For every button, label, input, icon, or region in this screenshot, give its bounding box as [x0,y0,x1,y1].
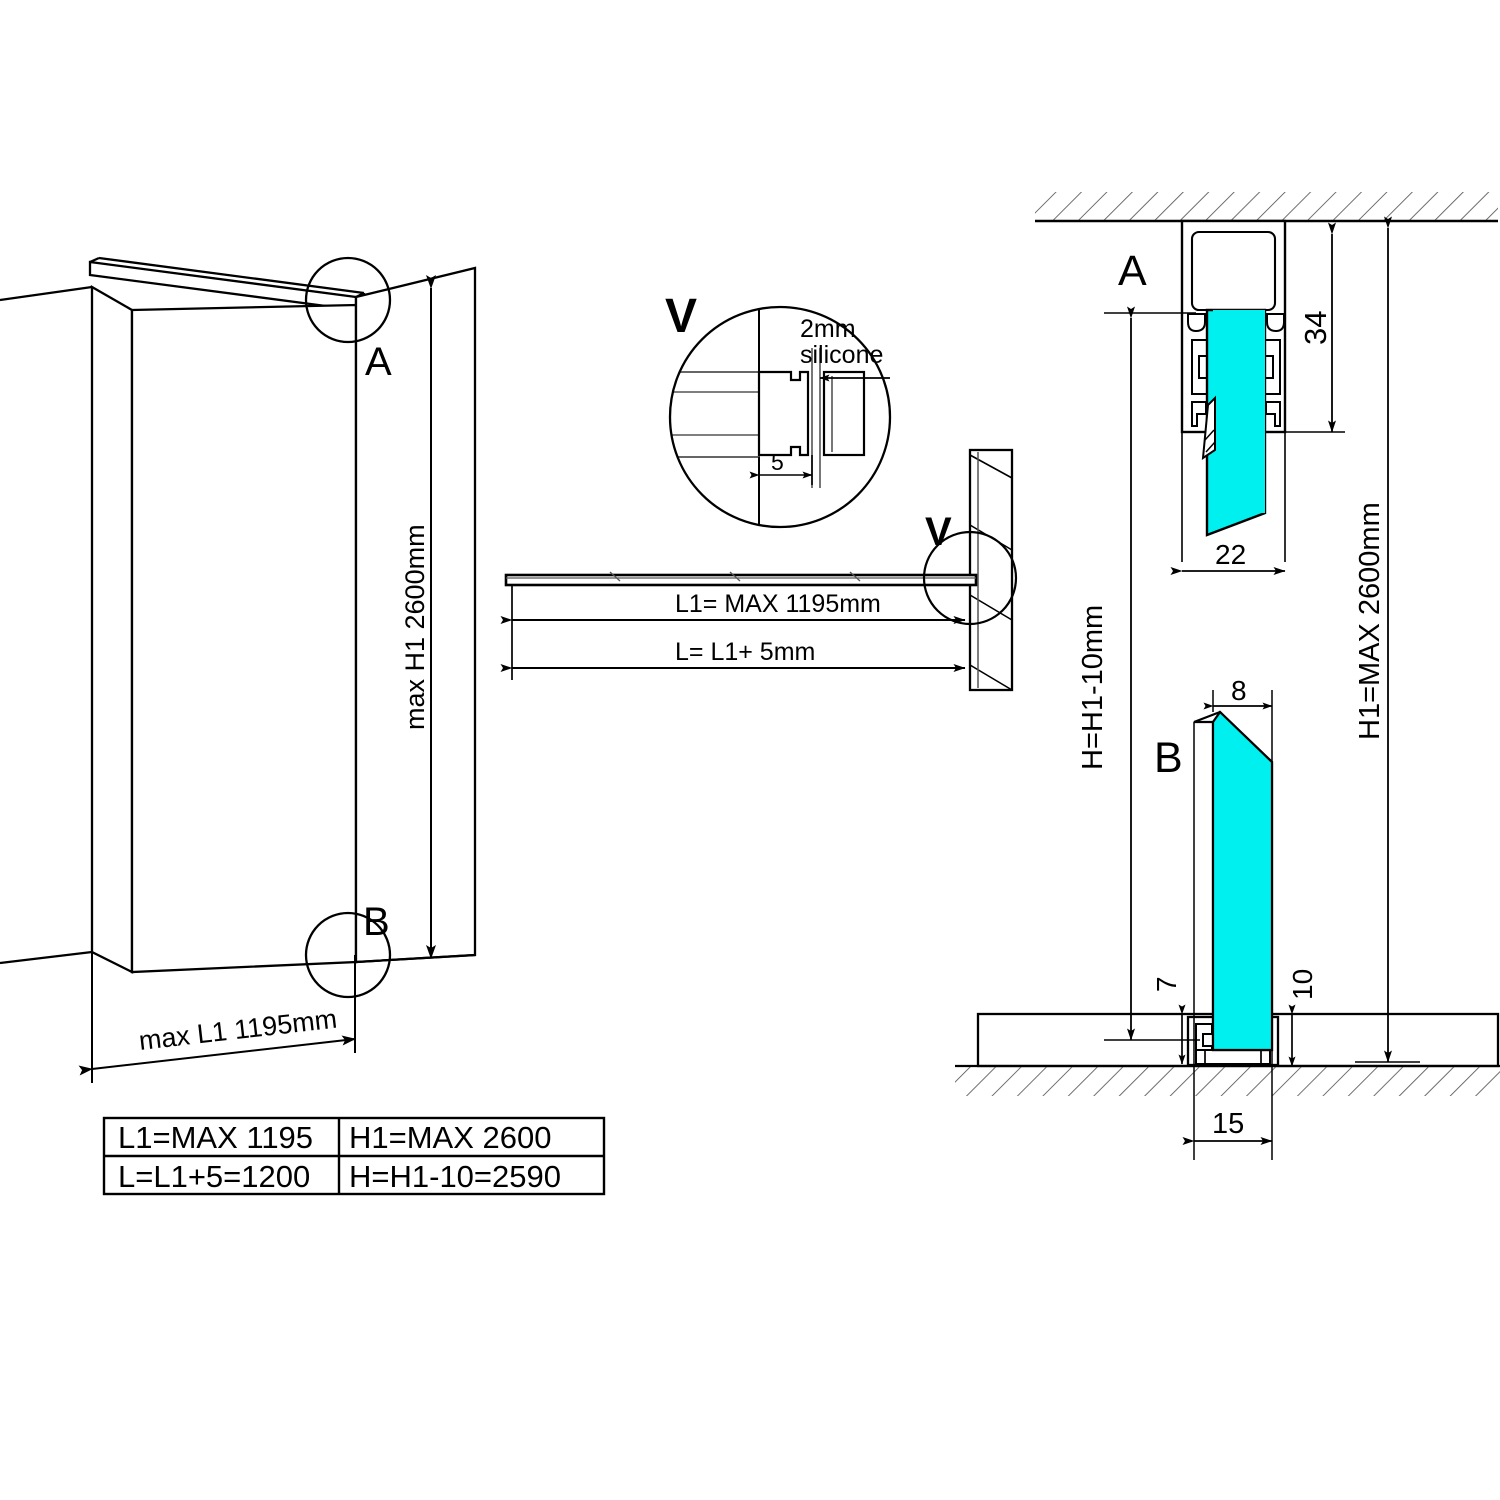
iso-label-a: A [365,340,392,384]
section-a-dim22-label: 22 [1215,539,1246,570]
iso-ceiling-line-left [0,285,93,302]
plan-glass-bar [504,573,978,587]
section-b-base-plate [1195,1049,1271,1065]
iso-detail-circle-a[interactable] [304,256,392,344]
section-b-glass [1211,710,1274,1052]
table-cell-l1: L1=MAX 1195 [118,1120,313,1155]
section-b-marker: B [1154,734,1183,782]
iso-detail-circle-b[interactable] [304,911,392,999]
dim-h-label: H=H1-10mm [1077,605,1109,770]
detail-v-outer-block [822,370,866,457]
dimension-table-group: L1=MAX 1195 H1=MAX 2600 L=L1+5=1200 H=H1… [102,1116,606,1196]
iso-length-dim-line [78,1035,356,1076]
section-b-dim10-label: 10 [1287,969,1318,1000]
iso-length-dim-label: max L1 1195mm [137,1004,338,1056]
section-a-gasket-hatch-1 [1204,429,1215,441]
plan-view-group: V L1= MAX 1195mm L= L1+ 5mm [500,448,1018,692]
table-cell-h1: H1=MAX 2600 [349,1120,551,1155]
plan-dim-l1-label: L1= MAX 1195mm [675,590,881,618]
section-b-group: 8 7 10 15 B [955,675,1500,1160]
iso-glass-panel [130,303,358,974]
iso-floor-line-left [0,950,93,965]
plan-glass-break-2 [729,571,741,582]
overall-dimensions-group: H=H1-10mm H1=MAX 2600mm [1077,216,1420,1063]
plan-wall-hatch-1 [969,454,1013,479]
plan-glass-break-1 [609,571,621,582]
detail-v-silicone-label-1: 2mm [800,315,856,343]
iso-height-dim-label: max H1 2600mm [400,524,430,730]
plan-wall [968,448,1014,692]
section-a-profile-cavity [1190,230,1277,312]
plan-wall-hatch-4 [969,664,1013,691]
detail-v-circle[interactable] [668,305,892,529]
ground-hatch [955,1066,1500,1096]
table-cell-h: H=H1-10=2590 [349,1159,561,1194]
detail-v-marker: V [665,290,697,343]
plan-dim-l-label: L= L1+ 5mm [675,638,815,666]
table-cell-l: L=L1+5=1200 [118,1159,310,1194]
detail-v-group: V 2mm silicone 5 [665,290,892,529]
plan-detail-v-marker: V [925,510,952,554]
iso-label-b: B [363,900,390,944]
iso-top-rail-top-edge [98,256,365,295]
iso-top-rail-end [89,256,100,264]
section-a-marker: A [1118,247,1147,295]
detail-v-profile-steps [757,370,810,457]
iso-side-wall [90,285,134,974]
iso-ground-right [355,953,476,964]
section-a-right-hook [1266,313,1285,333]
detail-v-gap-dim-label: 5 [771,449,784,475]
section-b-dim15-label: 15 [1212,1108,1244,1140]
ceiling-hatch [1035,192,1498,220]
section-b-dim7-label: 7 [1151,976,1182,992]
section-a-dim34-label: 34 [1298,311,1333,345]
dim-h1-label: H1=MAX 2600mm [1354,502,1386,740]
detail-v-profile-body [670,371,760,458]
plan-glass-break-3 [849,571,861,582]
iso-view-group: A B max H1 2600mm max L1 1195mm [0,256,477,1083]
plan-detail-v-circle[interactable] [922,530,1018,626]
section-a-gasket-hatch-2 [1205,441,1216,453]
section-a-group: 34 22 A [1035,192,1498,575]
section-b-dim8-label: 8 [1231,675,1247,706]
section-a-glass-fill [1213,310,1265,513]
section-a-gasket [1201,395,1216,460]
section-a-left-hook [1187,313,1206,333]
detail-v-silicone-label-2: silicone [800,341,883,369]
plan-wall-hatch-3 [969,594,1013,621]
